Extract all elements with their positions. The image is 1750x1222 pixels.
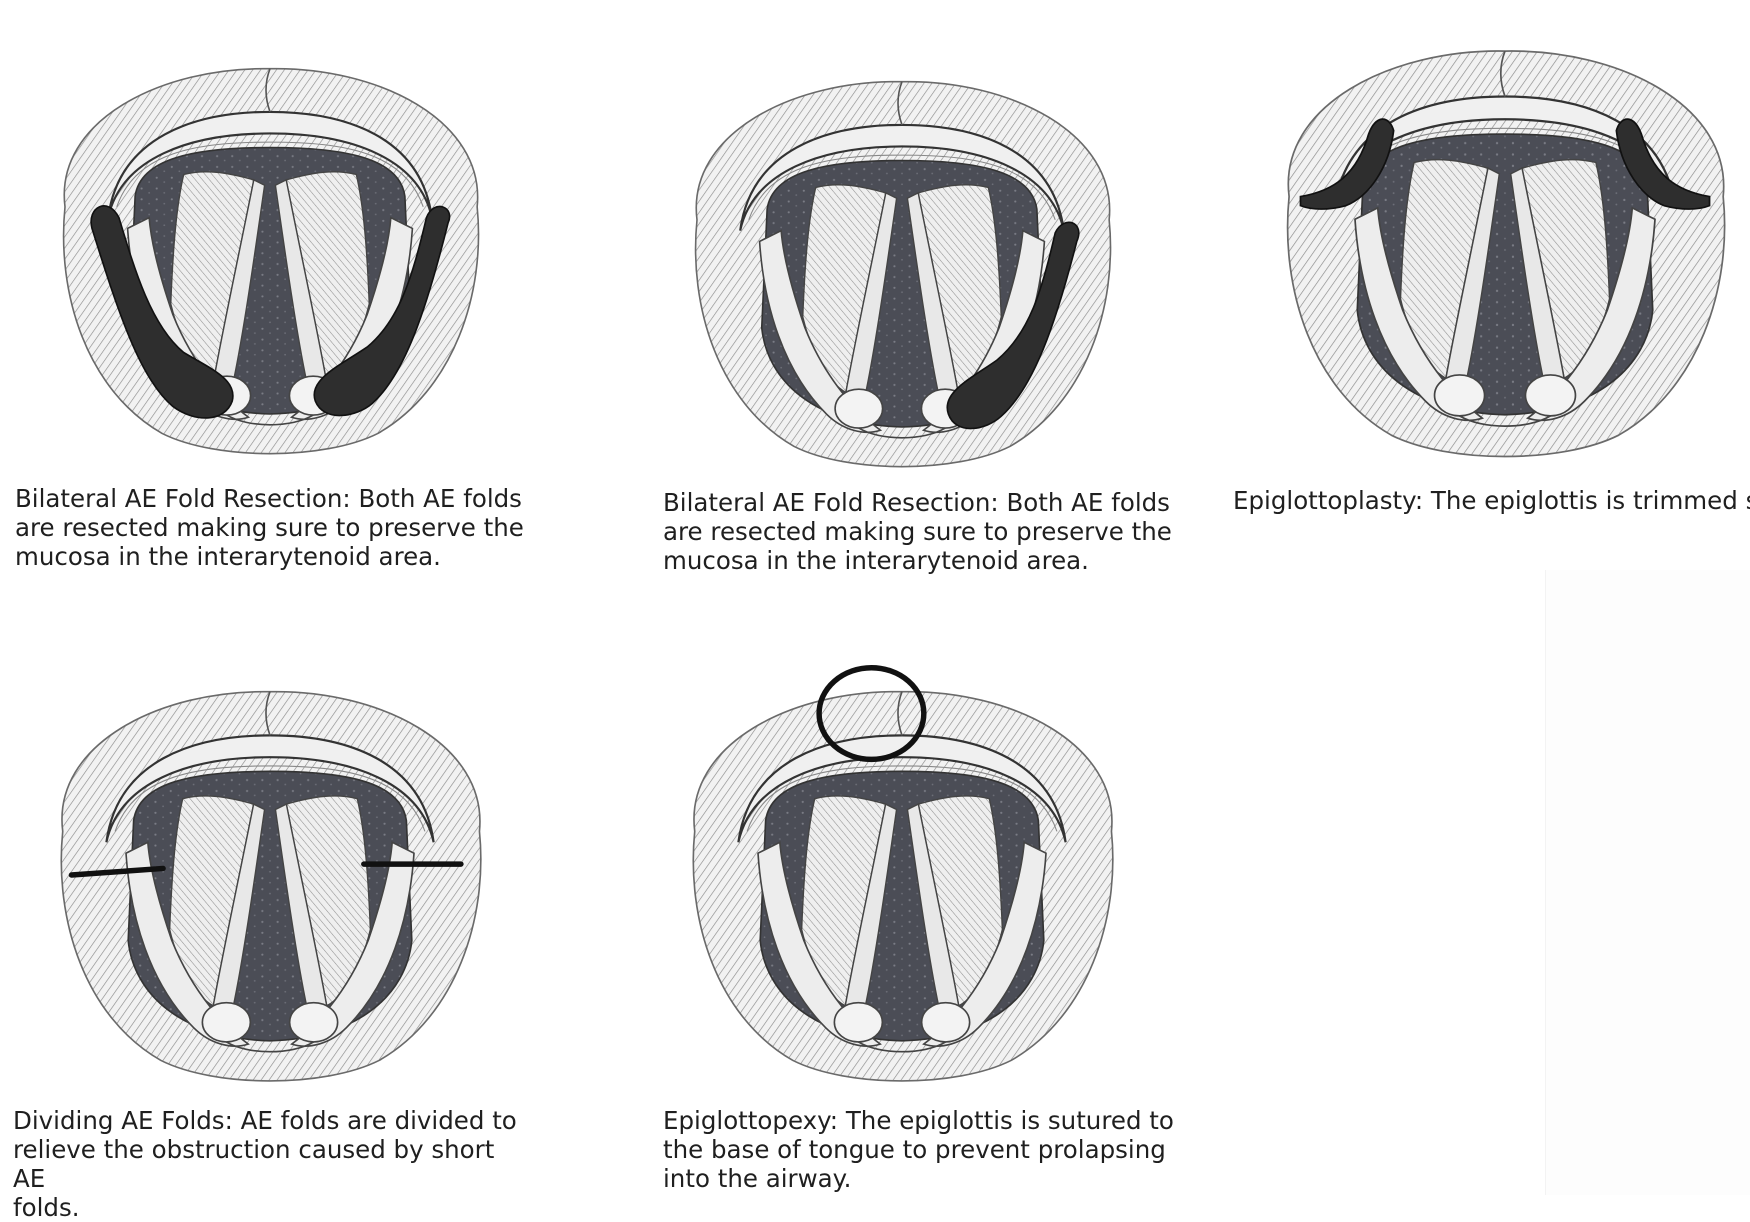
larynx-illustration — [1255, 22, 1750, 462]
caption: Dividing AE Folds: AE folds are divided … — [13, 1106, 533, 1222]
caption: Bilateral AE Fold Resection: Both AE fol… — [15, 484, 535, 571]
larynx-illustration — [30, 45, 510, 455]
caption: Bilateral AE Fold Resection: Both AE fol… — [663, 488, 1183, 575]
larynx-illustration — [662, 660, 1142, 1090]
larynx-illustration — [30, 660, 510, 1090]
caption: Epiglottopexy: The epiglottis is sutured… — [663, 1106, 1183, 1193]
larynx-illustration — [662, 58, 1142, 468]
caption: Epiglottoplasty: The epiglottis is trimm… — [1233, 486, 1750, 515]
blank-area — [1545, 570, 1750, 1195]
